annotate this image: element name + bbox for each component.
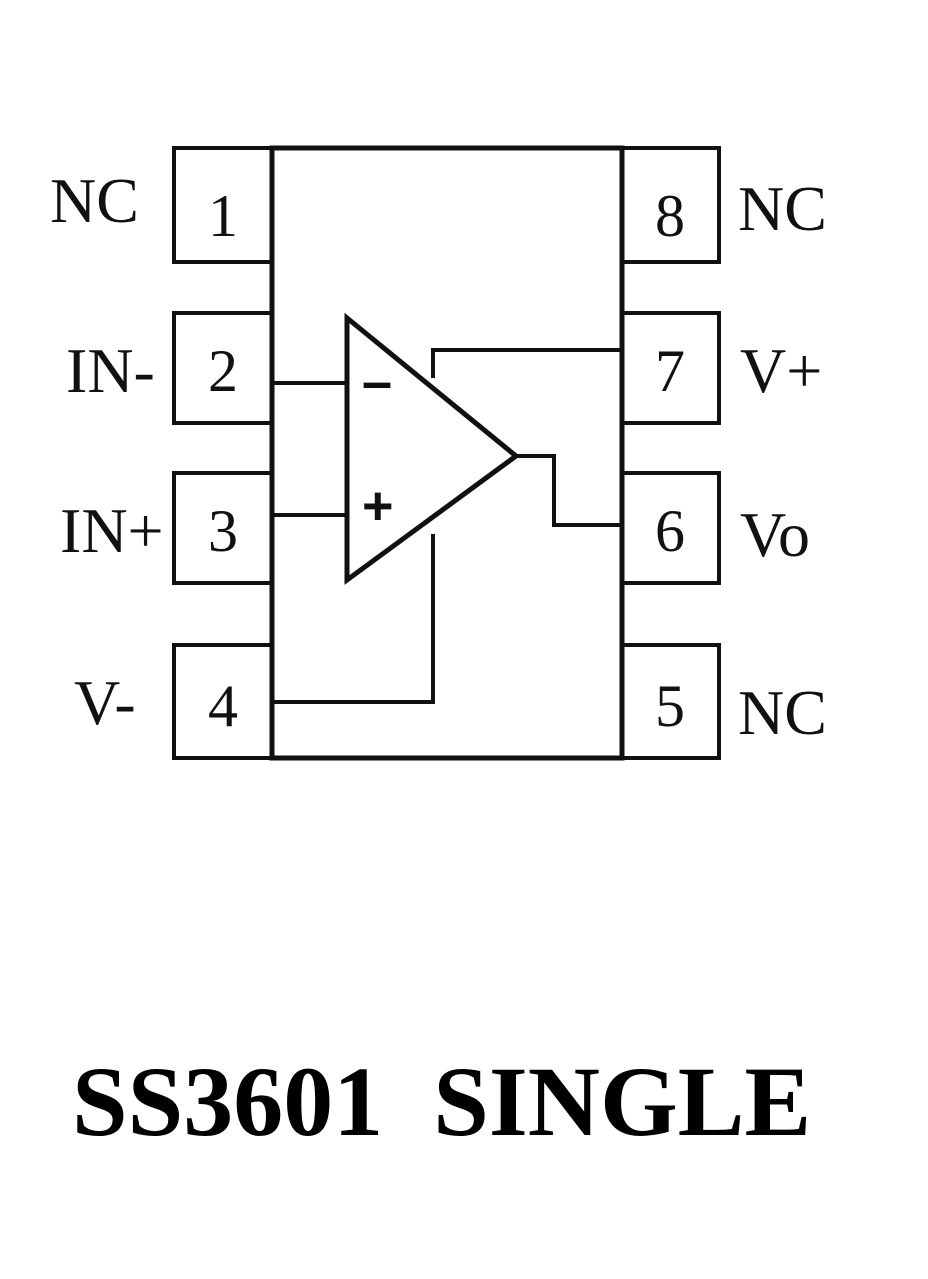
ic-body [269,145,625,761]
pin-box-8 [620,146,721,264]
pin-label-3: IN+ [60,495,164,566]
wire-output [516,454,622,527]
pin-label-7: V+ [740,335,822,406]
pin-label-5: NC [738,677,827,748]
pin-box-3 [172,471,274,585]
pin-box-6 [620,471,721,585]
pin-number-8: 8 [655,183,685,249]
pin-number-4: 4 [208,673,238,739]
wire-vminus [272,534,435,704]
pin-label-2: IN- [66,335,155,406]
pin-label-6: Vo [740,499,810,570]
wire-vplus [431,348,622,378]
noninverting-sign: + [362,476,394,536]
pin-number-3: 3 [208,498,238,564]
pin-number-2: 2 [208,338,238,404]
pin-box-7 [620,311,721,425]
pin-label-8: NC [738,173,827,244]
pin-label-1: NC [50,165,139,236]
inverting-sign: – [362,352,392,412]
pin-number-1: 1 [208,183,238,249]
part-caption: SS3601 SINGLE [72,1046,811,1157]
pin-box-1 [172,146,274,264]
pin-box-2 [172,311,274,425]
pin-number-7: 7 [655,338,685,404]
pin-box-5 [620,643,721,760]
pin-label-4: V- [74,667,136,738]
pin-number-5: 5 [655,673,685,739]
pin-number-6: 6 [655,498,685,564]
opamp-triangle [344,312,521,585]
